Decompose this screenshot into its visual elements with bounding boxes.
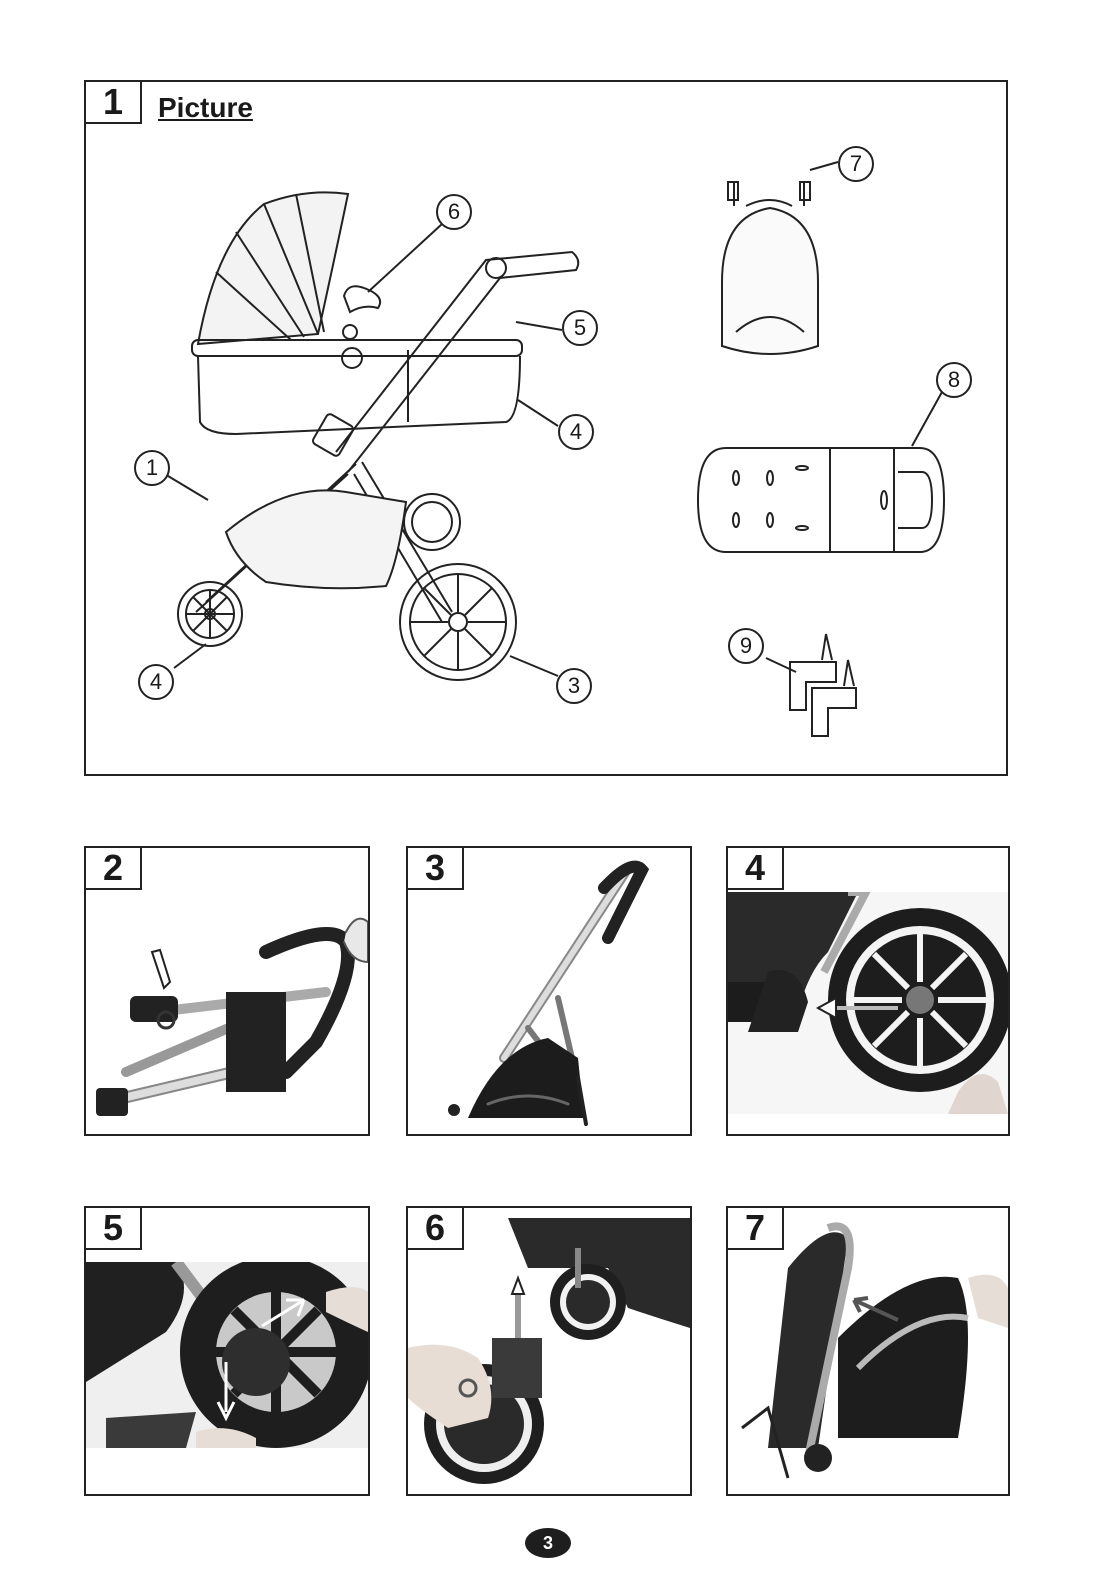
callout-8: 8 [936, 362, 972, 398]
step-6-photo [408, 1208, 690, 1494]
step-7-photo [728, 1208, 1008, 1494]
step-5-photo [86, 1262, 368, 1448]
step-3-panel: 3 [406, 846, 692, 1136]
step-3-photo [408, 848, 690, 1134]
callout-4-bassinet: 4 [558, 414, 594, 450]
picture-panel: 1 Picture [84, 80, 1008, 776]
step-number: 2 [84, 846, 142, 890]
step-number: 4 [726, 846, 784, 890]
page-number: 3 [525, 1528, 571, 1558]
callout-9: 9 [728, 628, 764, 664]
step-2-panel: 2 [84, 846, 370, 1136]
callout-3: 3 [556, 668, 592, 704]
callout-1: 1 [134, 450, 170, 486]
callout-4-wheel: 4 [138, 664, 174, 700]
step-2-photo [86, 892, 368, 1136]
step-4-photo [728, 892, 1008, 1114]
step-6-panel: 6 [406, 1206, 692, 1496]
callout-6: 6 [436, 194, 472, 230]
callout-7: 7 [838, 146, 874, 182]
step-4-panel: 4 [726, 846, 1010, 1136]
step-5-panel: 5 [84, 1206, 370, 1496]
stroller-drawing [86, 82, 1006, 774]
step-7-panel: 7 [726, 1206, 1010, 1496]
step-number: 5 [84, 1206, 142, 1250]
callout-5: 5 [562, 310, 598, 346]
